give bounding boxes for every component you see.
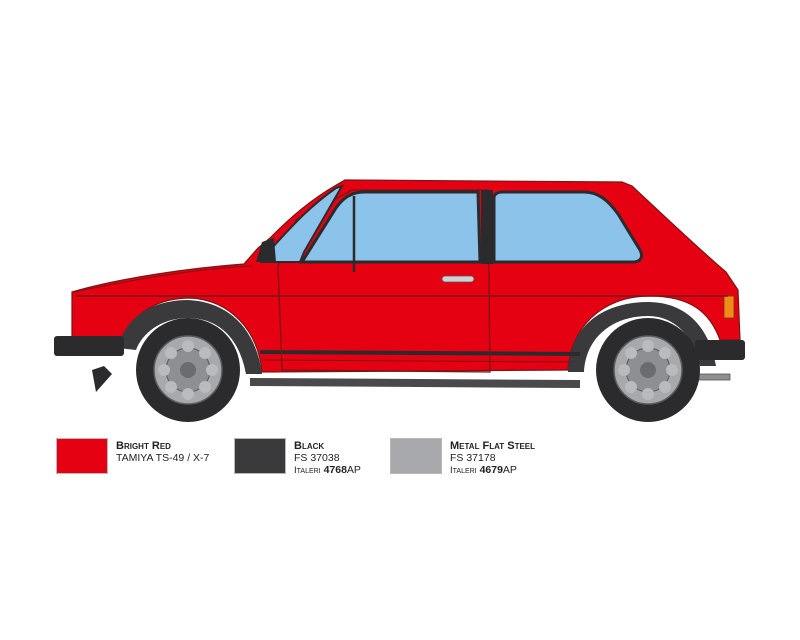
rear-side-window: [492, 190, 644, 264]
hood-line: [73, 265, 253, 293]
swatch-name: Black: [294, 440, 325, 452]
front-wheel: [136, 318, 240, 422]
front-wheel-arch: [118, 300, 262, 374]
swatch-code-line: FS 37038: [294, 452, 340, 464]
car-underbody: [250, 378, 580, 388]
front-bumper: [54, 336, 124, 356]
swatch-code-line: FS 37178: [450, 452, 496, 464]
swatch-italeri-code: Italeri 4768AP: [294, 464, 361, 476]
color-chip-black: [234, 438, 286, 474]
rear-light: [723, 295, 735, 319]
swatch-italeri-code: Italeri 4679AP: [450, 464, 517, 476]
door-handle: [441, 275, 475, 283]
swatch-name: Bright Red: [116, 440, 171, 452]
swatch-code-line: TAMIYA TS-49 / X-7: [116, 452, 210, 464]
side-mirror: [256, 238, 276, 262]
windshield: [260, 184, 345, 263]
rear-wheel-arch: [568, 302, 716, 372]
rear-wheel: [596, 318, 700, 422]
side-stripe: [259, 350, 581, 356]
side-stripe-lower: [261, 359, 575, 363]
b-pillar: [481, 190, 493, 264]
rear-bumper: [695, 340, 745, 360]
front-spoiler: [92, 366, 112, 392]
swatch-black: Black FS 37038 Italeri 4768AP: [234, 438, 384, 480]
car-side-profile-illustration: [54, 179, 745, 422]
color-chip-metal-flat-steel: [390, 438, 442, 474]
swatch-name: Metal Flat Steel: [450, 440, 536, 452]
swatch-bright-red: Bright Red TAMIYA TS-49 / X-7: [56, 438, 226, 480]
swatch-metal-flat-steel: Metal Flat Steel FS 37178 Italeri 4679AP: [390, 438, 570, 480]
color-chip-bright-red: [56, 438, 108, 474]
front-side-window: [299, 190, 482, 264]
